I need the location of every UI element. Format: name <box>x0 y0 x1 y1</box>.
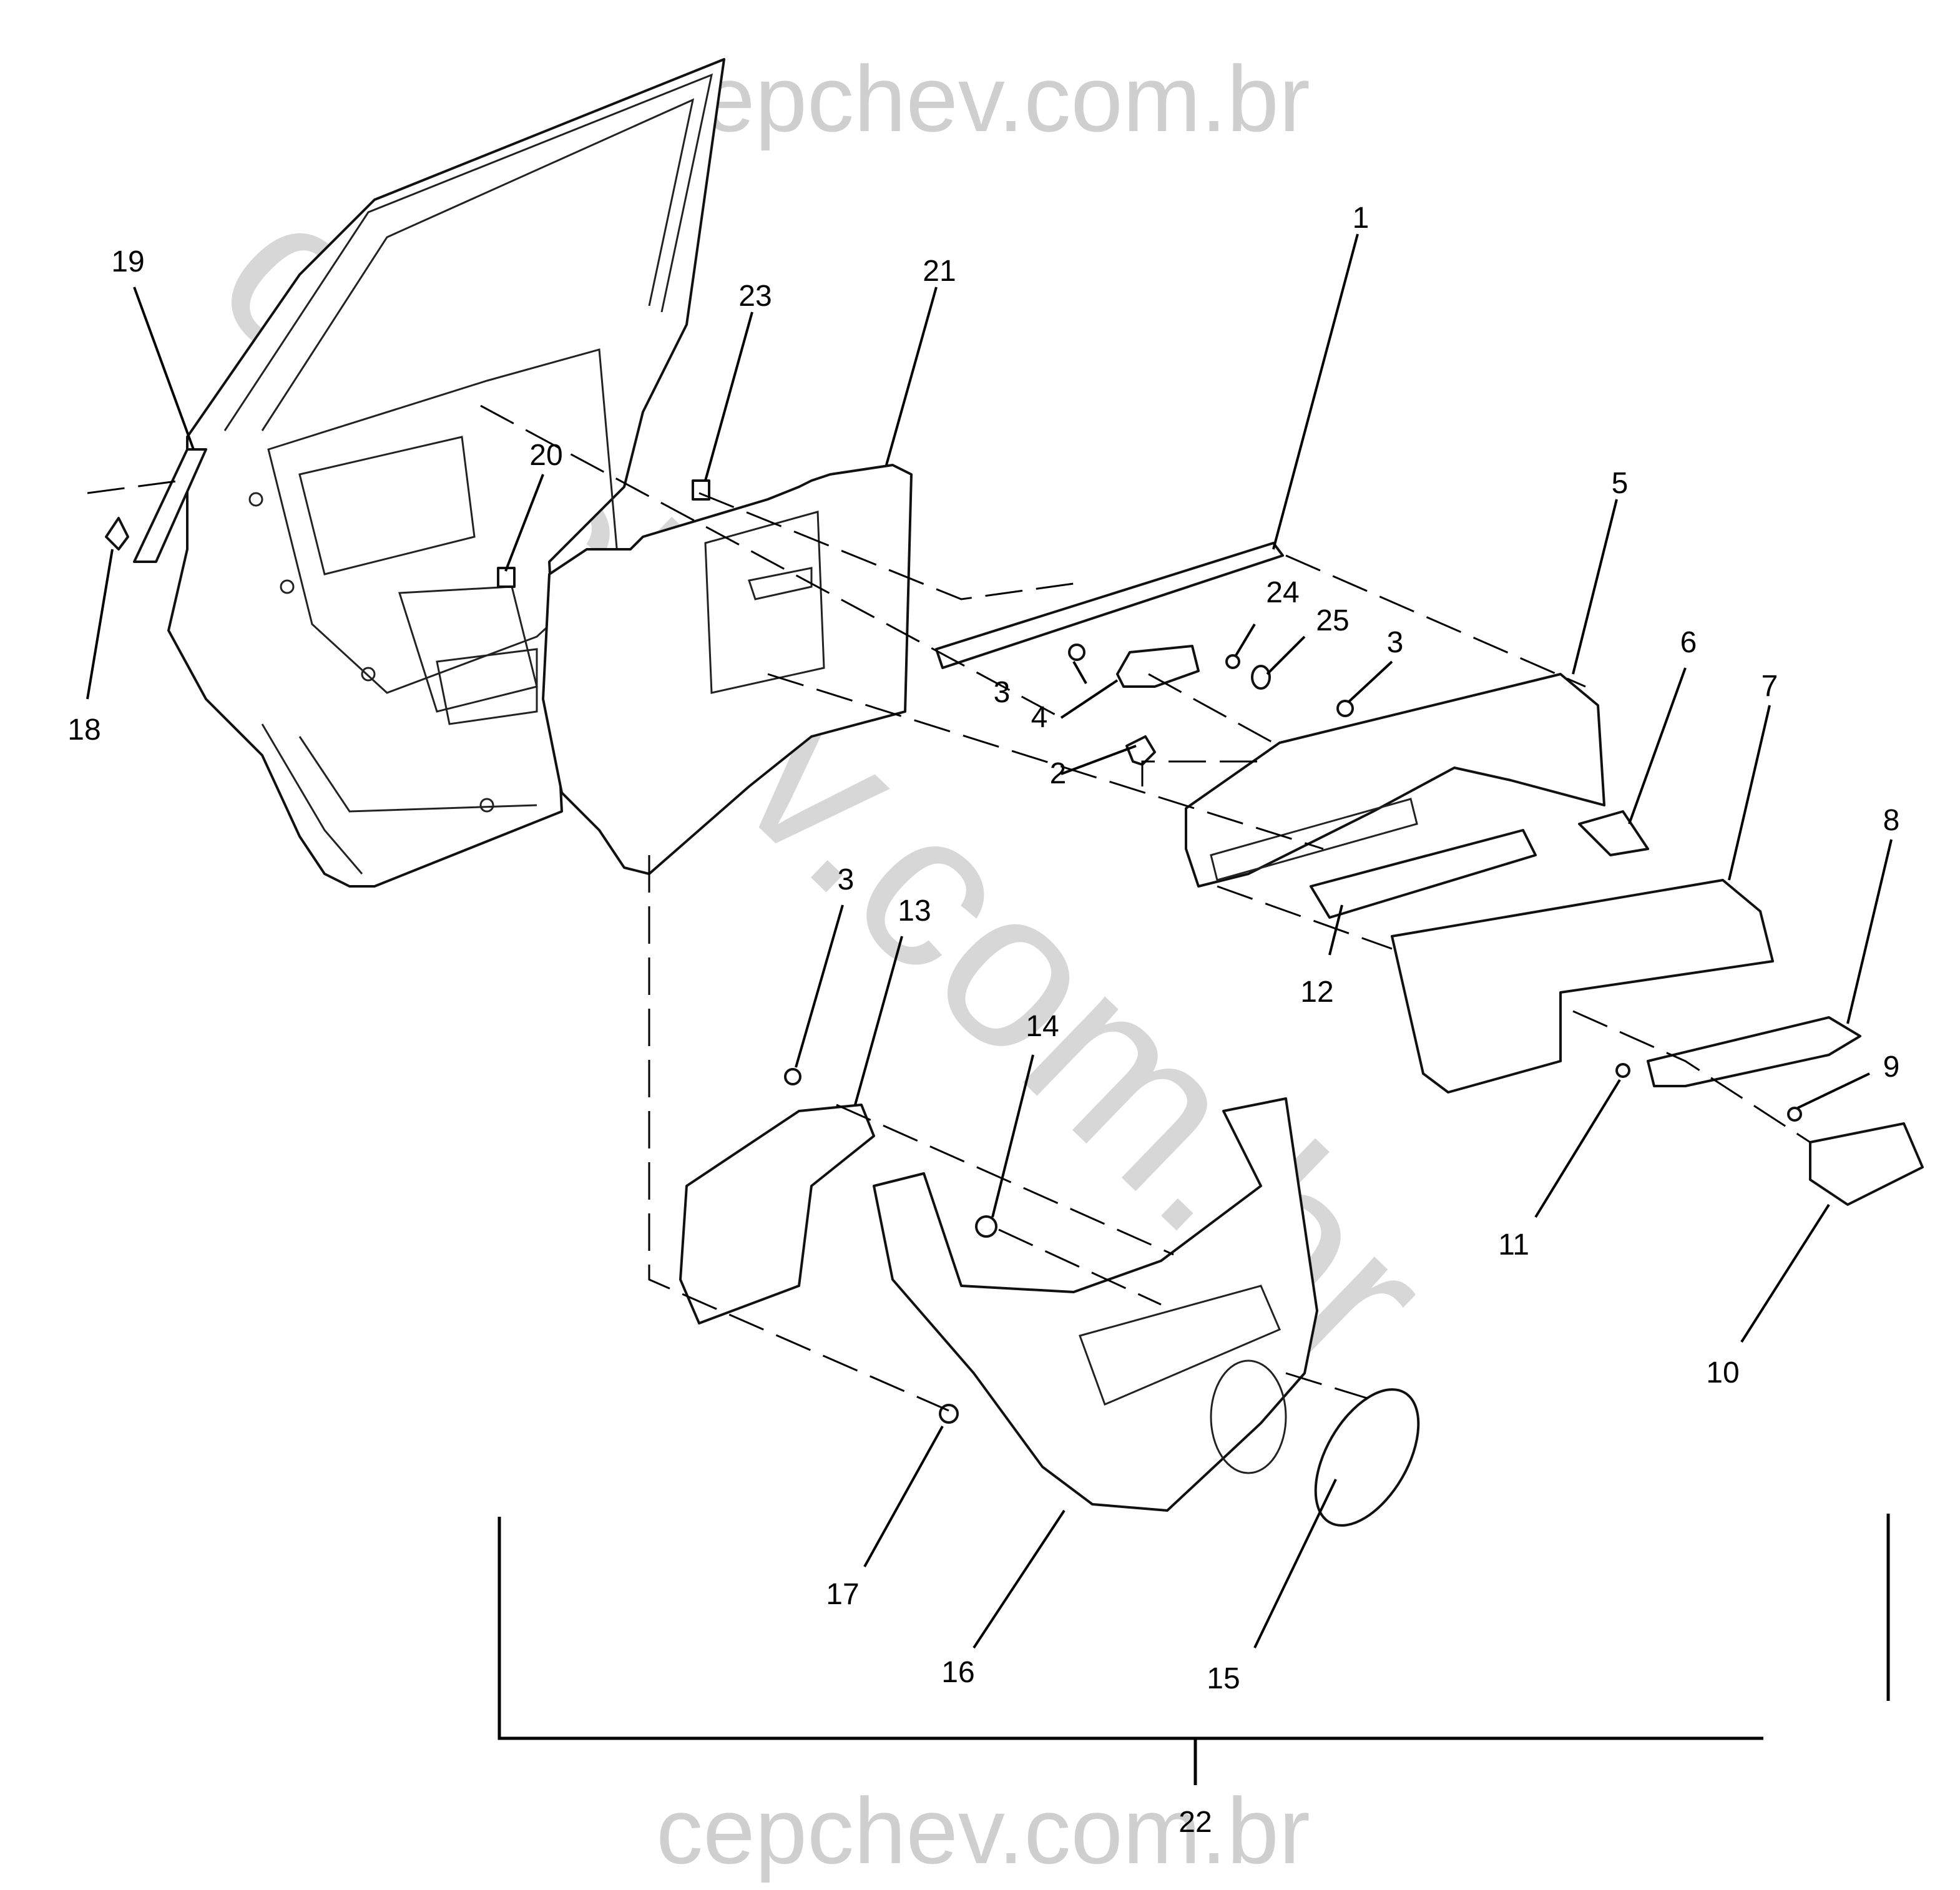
callout-11: 11 <box>1498 1228 1529 1261</box>
part-1-window-sealing-strip <box>935 542 1284 669</box>
callout-8: 8 <box>1883 804 1900 837</box>
callout-labels: 1 2 3 3 3 4 5 6 7 8 9 10 11 12 13 14 15 … <box>67 202 1899 1839</box>
part-12-molding <box>1310 829 1537 919</box>
part-24-screw <box>1225 654 1240 669</box>
part-13-bracket <box>679 1104 875 1324</box>
part-3-screws <box>784 644 1354 1085</box>
callout-2: 2 <box>1050 757 1067 790</box>
part-10-bezel <box>1809 1122 1924 1206</box>
callout-14: 14 <box>1026 1010 1059 1043</box>
callout-3-upper: 3 <box>1387 626 1404 659</box>
callout-12: 12 <box>1300 976 1333 1009</box>
callout-18: 18 <box>67 713 100 747</box>
part-4-inside-handle <box>1116 645 1200 688</box>
callout-24: 24 <box>1266 576 1299 609</box>
callout-4: 4 <box>1031 701 1048 734</box>
callout-6: 6 <box>1680 626 1697 659</box>
watermark-top: cepchev.com.br <box>656 46 1310 151</box>
callout-20: 20 <box>529 439 562 472</box>
door-inner-panel <box>167 58 725 888</box>
callout-13: 13 <box>898 894 931 928</box>
watermark-bottom: cepchev.com.br <box>656 1778 1310 1883</box>
part-8-switch-bezel <box>1647 1016 1861 1087</box>
part-18-clip <box>105 517 129 551</box>
alignment-lines <box>87 404 1811 1412</box>
part-9-screw <box>1787 1107 1802 1122</box>
part-11-screw <box>1615 1063 1630 1078</box>
callout-23: 23 <box>738 280 772 313</box>
part-5-upper-trim <box>1185 673 1605 888</box>
callout-5: 5 <box>1612 467 1629 500</box>
assembly-bracket <box>497 1514 1890 1785</box>
part-2-push-pin <box>1125 735 1156 766</box>
part-19-patch <box>133 448 207 563</box>
part-16-lower-trim <box>873 1097 1318 1512</box>
leader-lines <box>86 233 1893 1649</box>
part-6-speaker-grille <box>1578 810 1649 856</box>
callout-3-handle: 3 <box>994 676 1011 709</box>
callout-25: 25 <box>1316 604 1349 637</box>
callout-19: 19 <box>111 245 144 278</box>
part-21-water-deflector <box>542 464 913 875</box>
callout-21: 21 <box>923 255 956 288</box>
callout-1: 1 <box>1353 202 1370 235</box>
callout-15: 15 <box>1207 1662 1240 1695</box>
part-7-armrest <box>1391 879 1774 1094</box>
part-14-clip <box>975 1215 997 1238</box>
callout-10: 10 <box>1706 1356 1739 1389</box>
callout-16: 16 <box>941 1656 974 1689</box>
part-25-cap <box>1251 665 1271 690</box>
callout-3-lower: 3 <box>838 863 855 896</box>
callout-22: 22 <box>1178 1806 1212 1839</box>
callout-9: 9 <box>1883 1050 1900 1084</box>
part-15-speaker-cover <box>1314 1388 1420 1527</box>
callout-17: 17 <box>826 1578 859 1611</box>
callout-7: 7 <box>1762 670 1778 703</box>
